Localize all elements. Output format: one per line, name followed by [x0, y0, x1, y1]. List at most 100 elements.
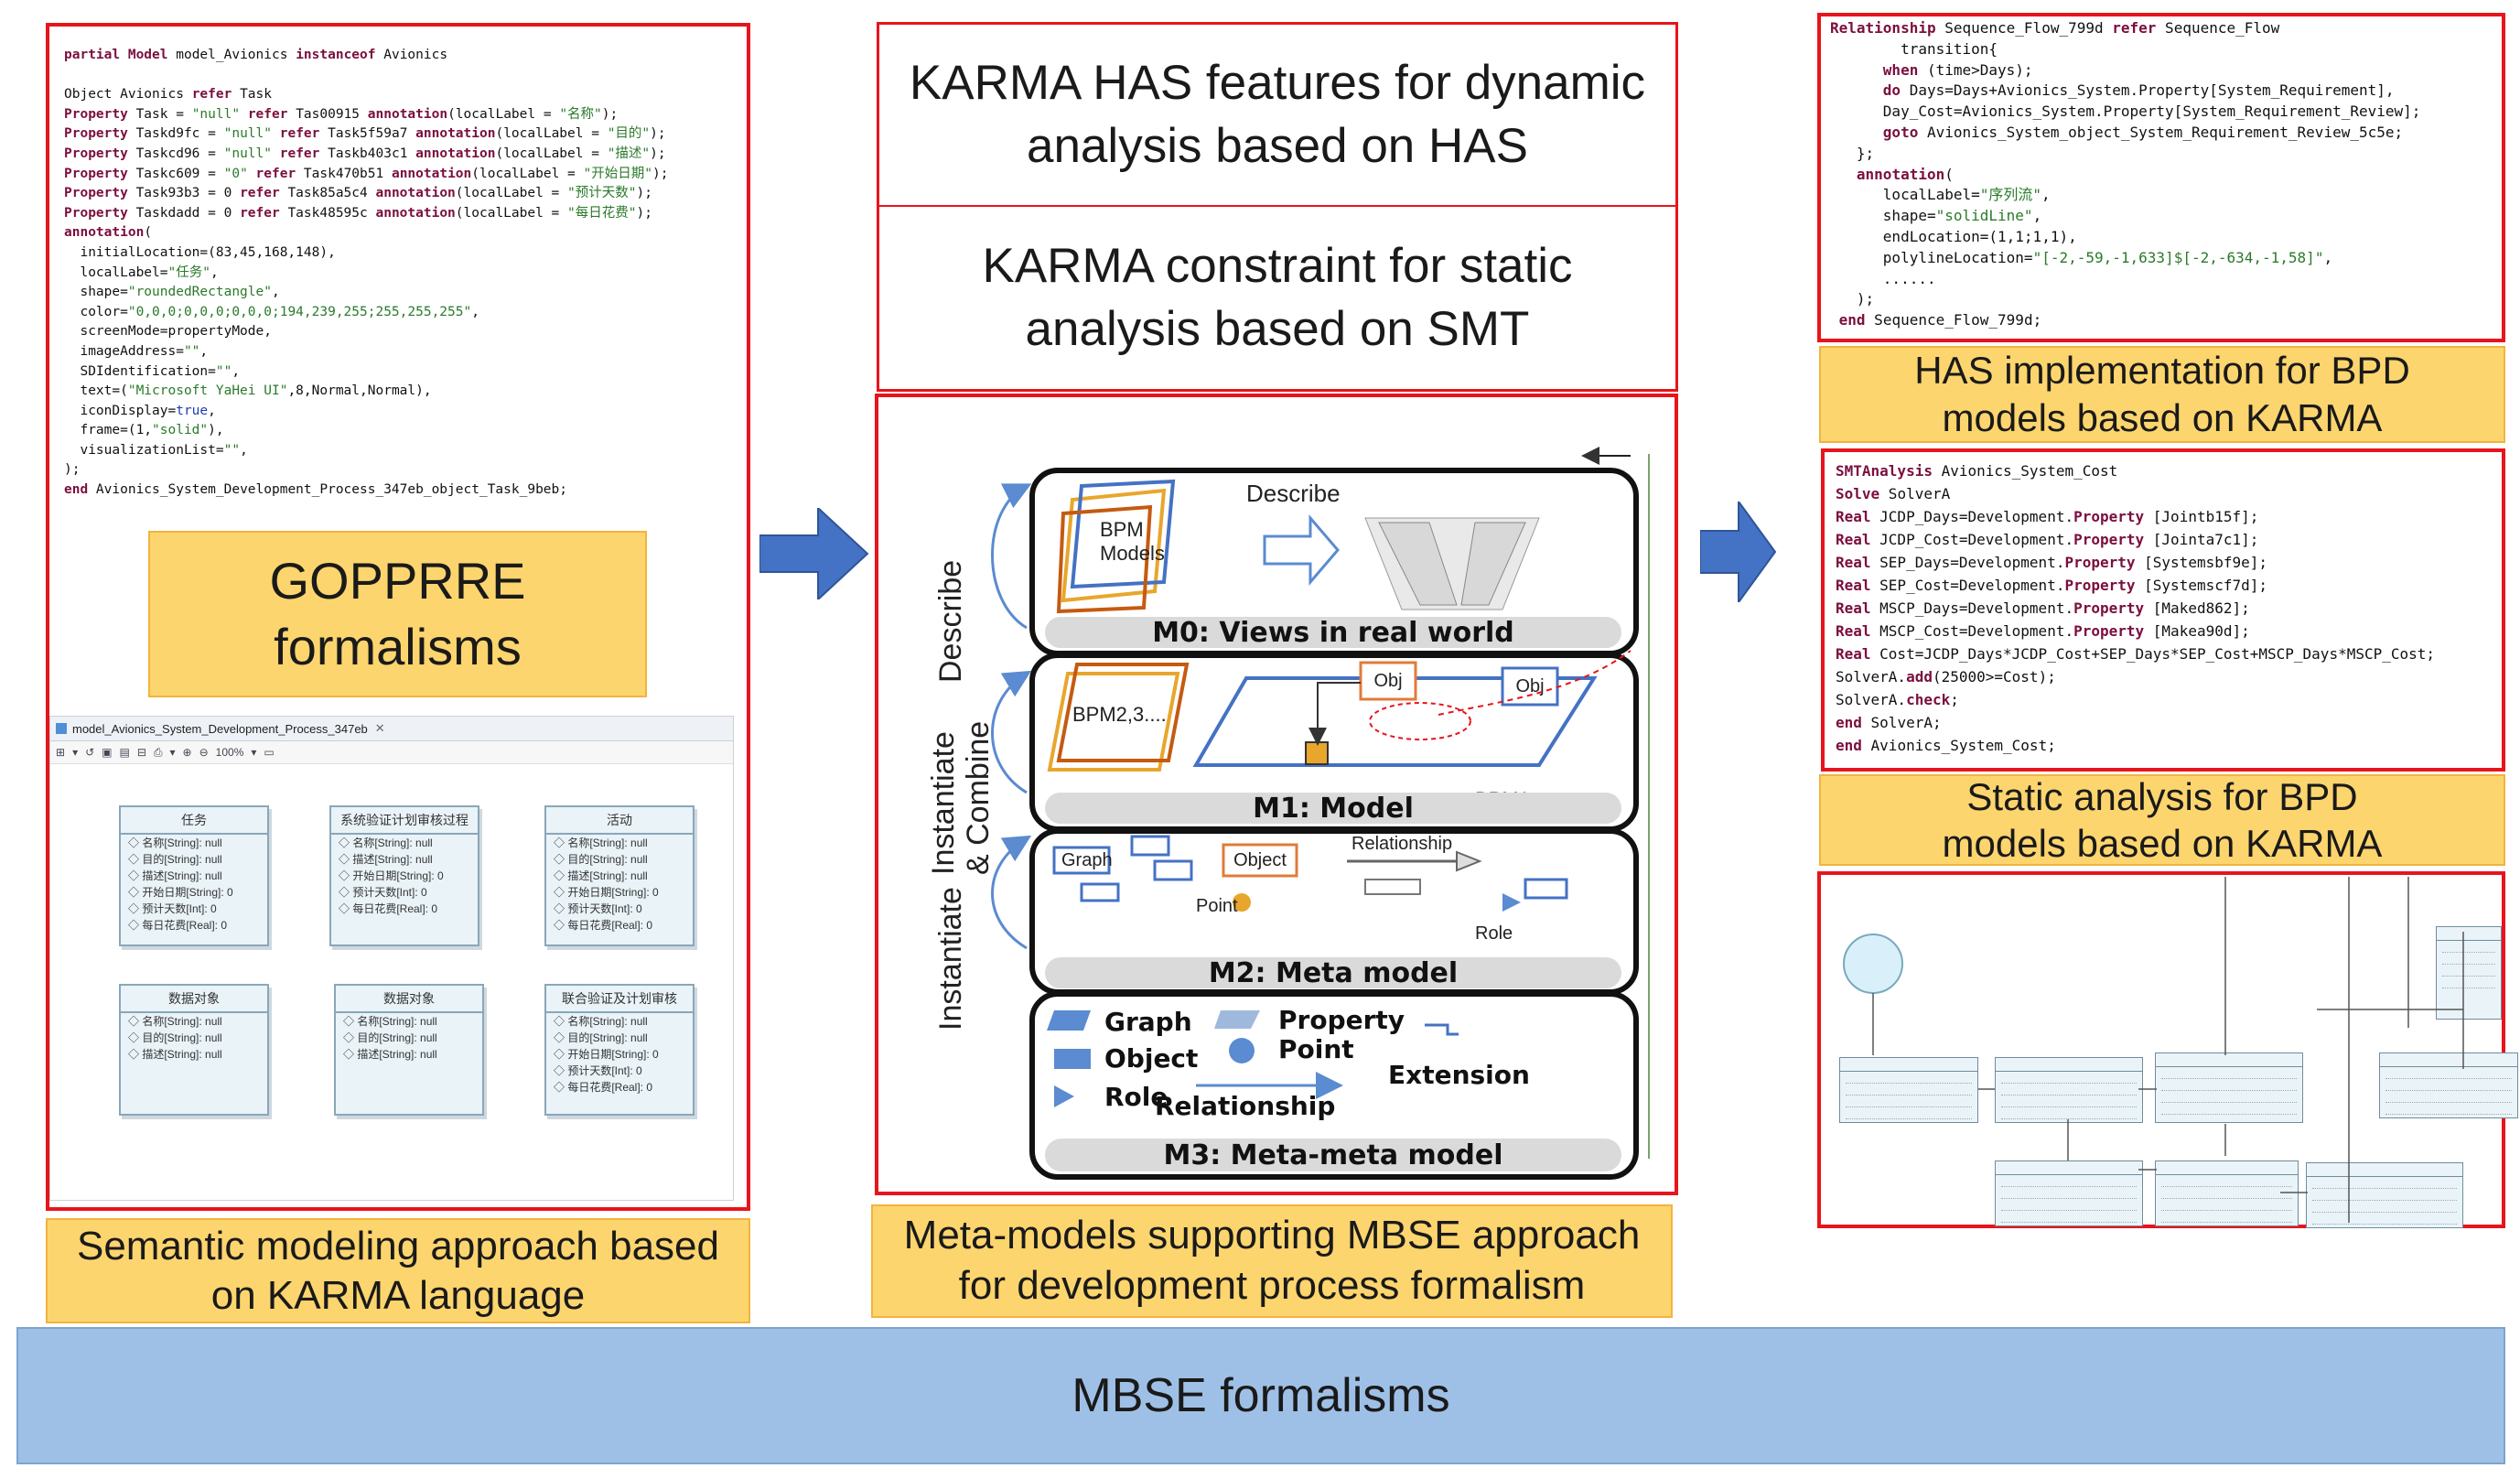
code-line: Property Taskc609 = "0" refer Task470b51… — [64, 166, 669, 181]
tool-icon[interactable]: ⊞ — [56, 746, 66, 759]
has-code-line: annotation( — [1856, 165, 1954, 183]
zoom-in-icon[interactable]: ⊕ — [182, 746, 192, 759]
arrow-middle-to-right — [1700, 502, 1777, 602]
class-property: ◇ 每日花费[Real]: 0 — [554, 1081, 653, 1094]
tool-icon[interactable]: ↺ — [85, 746, 95, 759]
tool-icon[interactable]: ▤ — [119, 746, 130, 759]
obj-label-2: Obj — [1515, 676, 1544, 696]
editor-toolbar: ⊞ ▾ ↺ ▣ ▤ ⊟ ⎙ ▾ ⊕ ⊖ 100% ▾ ▭ — [50, 741, 733, 764]
class-property: ◇ 目的[String]: null — [128, 1031, 222, 1044]
mbse-node[interactable] — [2436, 926, 2502, 1020]
class-property: ◇ 名称[String]: null — [343, 1015, 437, 1028]
code-line: Property Task = "null" refer Tas00915 an… — [64, 106, 619, 122]
class-property: ◇ 开始日期[String]: 0 — [128, 886, 233, 899]
code-line: Property Task93b3 = 0 refer Task85a5c4 a… — [64, 186, 652, 201]
side-label-instantiate: Instantiate — [933, 887, 968, 1031]
smt-code-panel — [1821, 448, 2505, 772]
zoom-out-icon[interactable]: ⊖ — [199, 746, 209, 759]
has-code-line: }; — [1830, 144, 1875, 162]
m2-title: M2: Meta model — [1209, 957, 1458, 989]
class-property: ◇ 预计天数[Int]: 0 — [339, 886, 427, 899]
mbse-node[interactable] — [1839, 1057, 1978, 1123]
tool-icon[interactable]: ▾ — [169, 746, 176, 759]
middle-caption-text: Meta-models supporting MBSE approach for… — [903, 1213, 1641, 1308]
has-code-line: transition{ — [1830, 39, 1998, 58]
class-property: ◇ 每日花费[Real]: 0 — [554, 919, 653, 932]
class-title: 活动 — [546, 807, 693, 835]
model-editor: model_Avionics_System_Development_Proces… — [49, 716, 734, 1201]
tool-icon[interactable]: ▾ — [72, 746, 79, 759]
class-property: ◇ 名称[String]: null — [128, 1015, 222, 1028]
mbse-node[interactable] — [2155, 1160, 2299, 1226]
karma-code-block: partial Model model_Avionics instanceof … — [64, 46, 668, 501]
has-caption: HAS implementation for BPD models based … — [1819, 346, 2505, 443]
class-property: ◇ 开始日期[String]: 0 — [339, 869, 444, 882]
class-property: ◇ 每日花费[Real]: 0 — [128, 919, 228, 932]
class-title: 数据对象 — [121, 986, 267, 1013]
has-features-box: KARMA HAS features for dynamic analysis … — [877, 22, 1678, 207]
model-class-box[interactable]: 数据对象 ◇ 名称[String]: null ◇ 目的[String]: null… — [119, 984, 269, 1116]
tool-icon[interactable]: ▭ — [264, 746, 275, 759]
mbse-node[interactable] — [1995, 1057, 2143, 1123]
class-property: ◇ 预计天数[Int]: 0 — [554, 1064, 642, 1077]
m3-extension-label: Extension — [1388, 1060, 1530, 1090]
tool-icon[interactable]: ▣ — [102, 746, 113, 759]
smt-code-line: Real MSCP_Cost=Development.Property [Mak… — [1836, 622, 2250, 640]
tool-icon[interactable]: ▾ — [251, 746, 257, 759]
class-property: ◇ 目的[String]: null — [128, 853, 222, 866]
smt-code-line: end Avionics_System_Cost; — [1836, 737, 2056, 754]
mbse-node[interactable] — [2306, 1162, 2463, 1228]
side-label-instantiate-combine: Instantiate& Combine — [926, 721, 996, 875]
model-class-box[interactable]: 系统验证计划审核过程◇ 名称[String]: null◇ 描述[String]… — [329, 805, 479, 946]
side-label-describe: Describe — [933, 560, 968, 683]
smt-code-line: Real SEP_Days=Development.Property [Syst… — [1836, 554, 2268, 571]
metamodel-layers-figure: Describe Instantiate& Combine Instantiat… — [926, 447, 1650, 1180]
tool-icon[interactable]: ⊟ — [136, 746, 146, 759]
smt-code-line: end SolverA; — [1836, 714, 1942, 731]
code-line: annotation( — [64, 225, 153, 241]
class-title: 联合验证及计划审核 — [546, 986, 693, 1013]
smt-code-line: Real JCDP_Cost=Development.Property [Joi… — [1836, 531, 2259, 548]
m0-title: M0: Views in real world — [1152, 617, 1514, 649]
class-property: ◇ 每日花费[Real]: 0 — [339, 902, 438, 915]
model-class-box[interactable]: 活动◇ 名称[String]: null◇ 目的[String]: null◇ … — [544, 805, 695, 946]
mbse-node[interactable] — [2155, 1052, 2303, 1123]
diagram-file-icon — [56, 723, 67, 734]
m1-title: M1: Model — [1253, 793, 1414, 825]
code-line: text=("Microsoft YaHei UI",8,Normal,Norm… — [64, 383, 432, 399]
mbse-node[interactable] — [2379, 1052, 2518, 1118]
smt-code-line: SolverA.check; — [1836, 691, 1959, 708]
code-line: shape="roundedRectangle", — [64, 285, 280, 300]
smt-code-line: Solve SolverA — [1836, 485, 1951, 502]
class-title: 系统验证计划审核过程 — [331, 807, 478, 835]
code-line: visualizationList="", — [64, 442, 248, 458]
class-property: ◇ 描述[String]: null — [128, 1048, 222, 1061]
model-tab-title[interactable]: model_Avionics_System_Development_Proces… — [72, 721, 368, 736]
svg-text:Models: Models — [1100, 542, 1165, 565]
mbse-model-diagram — [1843, 877, 2464, 1223]
model-class-box[interactable]: 联合验证及计划审核◇ 名称[String]: null◇ 目的[String]:… — [544, 984, 695, 1116]
zoom-level[interactable]: 100% — [215, 746, 244, 759]
has-code-line: goto Avionics_System_object_System_Requi… — [1882, 123, 2404, 141]
gopprre-text: GOPPRRE formalisms — [269, 552, 526, 675]
code-line: color="0,0,0;0,0,0;0,0,0;194,239,255;255… — [64, 304, 479, 319]
has-code-line: ); — [1830, 290, 1875, 308]
code-line — [64, 66, 668, 86]
middle-caption: Meta-models supporting MBSE approach for… — [871, 1204, 1673, 1318]
code-line: Object Avionics refer Task — [64, 87, 272, 103]
mbse-node[interactable] — [1995, 1160, 2143, 1226]
class-property: ◇ 目的[String]: null — [343, 1031, 437, 1044]
class-property: ◇ 名称[String]: null — [554, 837, 648, 849]
m2-point-label: Point — [1196, 896, 1238, 916]
smt-code-line: Real MSCP_Days=Development.Property [Mak… — [1836, 599, 2250, 617]
obj-label-1: Obj — [1373, 671, 1402, 691]
smt-code-line: SMTAnalysis Avionics_System_Cost — [1836, 462, 2118, 480]
model-class-box[interactable]: 任务◇ 名称[String]: null◇ 目的[String]: null◇ … — [119, 805, 269, 946]
has-features-text: KARMA HAS features for dynamic analysis … — [909, 55, 1646, 173]
close-tab-icon[interactable]: ✕ — [374, 721, 385, 735]
model-class-box[interactable]: 数据对象◇ 名称[String]: null◇ 目的[String]: null… — [334, 984, 484, 1116]
class-property: ◇ 名称[String]: null — [554, 1015, 648, 1028]
code-line: localLabel="任务", — [64, 264, 219, 280]
tool-icon[interactable]: ⎙ — [153, 745, 163, 759]
m2-object-label: Object — [1233, 850, 1287, 870]
